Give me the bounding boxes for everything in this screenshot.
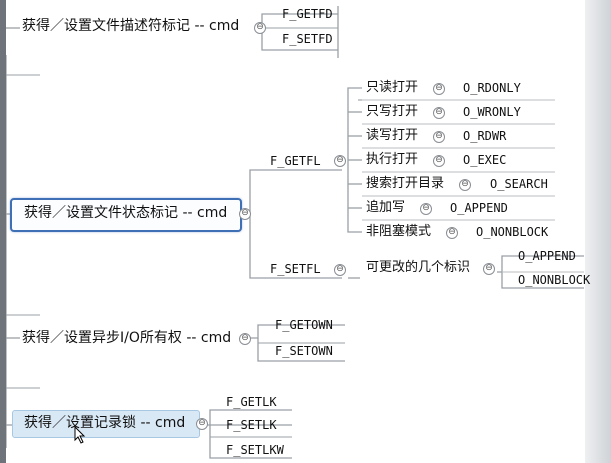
node-f-getfd[interactable]: F_GETFD [282, 7, 333, 21]
right-edge-shade [585, 0, 611, 463]
collapse-icon[interactable]: ⊖ [254, 22, 266, 34]
flag-o-rdwr[interactable]: O_RDWR [463, 129, 507, 143]
collapse-icon[interactable]: ⊖ [196, 418, 208, 430]
left-edge-bar [0, 0, 6, 463]
node-f-setlk[interactable]: F_SETLK [226, 418, 277, 432]
flag-set-o-nonblock[interactable]: O_NONBLOCK [518, 273, 591, 287]
flag-desc-append[interactable]: 追加写 [366, 200, 406, 215]
branch-async-io-owner[interactable]: 获得／设置异步I/O所有权 -- cmd [22, 330, 232, 346]
branch-status-flags[interactable]: 获得／设置文件状态标记 -- cmd [24, 205, 228, 221]
flag-set-o-append[interactable]: O_APPEND [518, 249, 576, 263]
flag-o-append[interactable]: O_APPEND [450, 201, 508, 215]
flag-o-rdonly[interactable]: O_RDONLY [463, 81, 521, 95]
collapse-icon[interactable]: ⊖ [433, 131, 445, 143]
collapse-icon[interactable]: ⊖ [420, 203, 432, 215]
flag-o-search[interactable]: O_SEARCH [490, 177, 548, 191]
collapse-icon[interactable]: ⊖ [446, 227, 458, 239]
selected-node-frame [10, 198, 242, 232]
collapse-icon[interactable]: ⊖ [483, 263, 495, 275]
branch-fd-flags[interactable]: 获得／设置文件描述符标记 -- cmd [22, 18, 240, 34]
flag-o-nonblock[interactable]: O_NONBLOCK [476, 225, 549, 239]
node-f-setlkw[interactable]: F_SETLKW [226, 443, 284, 457]
node-f-getfl[interactable]: F_GETFL [270, 154, 321, 168]
flag-desc-rdwr[interactable]: 读写打开 [366, 128, 419, 143]
flag-desc-rdonly[interactable]: 只读打开 [366, 80, 419, 95]
node-f-setfl[interactable]: F_SETFL [270, 262, 321, 276]
collapse-icon[interactable]: ⊖ [239, 333, 251, 345]
flag-desc-exec[interactable]: 执行打开 [366, 152, 419, 167]
node-changeable-flags[interactable]: 可更改的几个标识 [366, 260, 471, 275]
flag-o-exec[interactable]: O_EXEC [463, 153, 507, 167]
branch-record-lock[interactable]: 获得／设置记录锁 -- cmd [24, 415, 186, 431]
flag-desc-search[interactable]: 搜索打开目录 [366, 176, 445, 191]
node-f-setfd[interactable]: F_SETFD [282, 32, 333, 46]
flag-desc-wronly[interactable]: 只写打开 [366, 104, 419, 119]
collapse-icon[interactable]: ⊖ [239, 208, 251, 220]
collapse-icon[interactable]: ⊖ [334, 155, 346, 167]
collapse-icon[interactable]: ⊖ [433, 155, 445, 167]
node-f-getown[interactable]: F_GETOWN [275, 318, 333, 332]
collapse-icon[interactable]: ⊖ [433, 83, 445, 95]
collapse-icon[interactable]: ⊖ [459, 179, 471, 191]
arrow-cursor-icon [74, 426, 86, 444]
flag-o-wronly[interactable]: O_WRONLY [463, 105, 521, 119]
flag-desc-nonblock[interactable]: 非阻塞模式 [366, 224, 432, 239]
collapse-icon[interactable]: ⊖ [334, 264, 346, 276]
collapse-icon[interactable]: ⊖ [433, 107, 445, 119]
node-f-setown[interactable]: F_SETOWN [275, 344, 333, 358]
node-f-getlk[interactable]: F_GETLK [226, 395, 277, 409]
